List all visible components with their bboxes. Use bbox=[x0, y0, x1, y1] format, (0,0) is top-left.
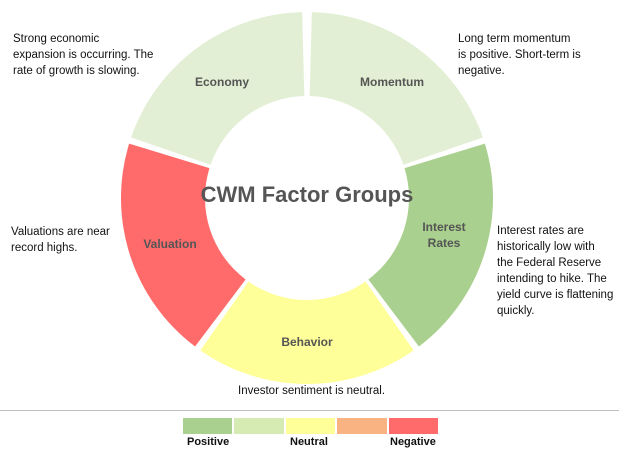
interest-rates-note-line: quickly. bbox=[497, 305, 535, 317]
momentum-note-line: is positive. Short-term is bbox=[458, 49, 581, 61]
segment-label-economy: Economy bbox=[195, 75, 249, 89]
legend-swatch bbox=[285, 418, 336, 434]
valuation-note: Valuations are near record highs. bbox=[11, 224, 110, 256]
segment-label-line: Economy bbox=[195, 75, 249, 89]
segment-momentum bbox=[309, 12, 483, 165]
segment-behavior bbox=[200, 281, 414, 384]
segment-label-line: Valuation bbox=[143, 237, 196, 251]
segment-label-valuation: Valuation bbox=[143, 237, 196, 251]
valuation-note-line: record highs. bbox=[11, 242, 78, 254]
momentum-note: Long term momentum is positive. Short-te… bbox=[458, 31, 581, 79]
legend-label-neutral: Neutral bbox=[290, 436, 328, 448]
interest-rates-note: Interest rates are historically low with… bbox=[497, 223, 613, 319]
segment-interest-rates bbox=[368, 143, 493, 347]
economy-note-line: rate of growth is slowing. bbox=[13, 65, 140, 77]
interest-rates-note-line: historically low with bbox=[497, 241, 595, 253]
behavior-note-line: Investor sentiment is neutral. bbox=[238, 385, 386, 397]
segment-label-behavior: Behavior bbox=[281, 335, 333, 349]
legend-swatch bbox=[337, 418, 387, 434]
legend-label-positive: Positive bbox=[187, 436, 230, 448]
behavior-note: Investor sentiment is neutral. bbox=[238, 383, 385, 399]
segment-label-line: Momentum bbox=[360, 75, 424, 89]
interest-rates-note-line: the Federal Reserve bbox=[497, 257, 602, 269]
segment-label-line: Rates bbox=[428, 236, 461, 250]
economy-note-line: expansion is occurring. The bbox=[13, 49, 154, 61]
segment-economy bbox=[131, 12, 305, 165]
legend-swatch bbox=[234, 418, 284, 434]
momentum-note-line: negative. bbox=[458, 65, 505, 77]
legend-swatch bbox=[388, 418, 439, 434]
segment-label-line: Behavior bbox=[281, 335, 333, 349]
legend-swatch bbox=[183, 418, 233, 434]
diagram-title: CWM Factor Groups bbox=[201, 182, 414, 207]
segment-label-momentum: Momentum bbox=[360, 75, 424, 89]
valuation-note-line: Valuations are near bbox=[11, 226, 110, 238]
divider bbox=[0, 410, 619, 411]
interest-rates-note-line: Interest rates are bbox=[497, 225, 584, 237]
legend-color-scale bbox=[183, 418, 439, 434]
interest-rates-note-line: intending to hike. The bbox=[497, 273, 607, 285]
momentum-note-line: Long term momentum bbox=[458, 33, 571, 45]
interest-rates-note-line: yield curve is flattening bbox=[497, 289, 614, 301]
economy-note: Strong economic expansion is occurring. … bbox=[13, 31, 153, 79]
segment-label-line: Interest bbox=[422, 220, 465, 234]
segment-valuation bbox=[120, 143, 246, 347]
economy-note-line: Strong economic bbox=[13, 33, 100, 45]
legend-label-negative: Negative bbox=[390, 436, 436, 448]
